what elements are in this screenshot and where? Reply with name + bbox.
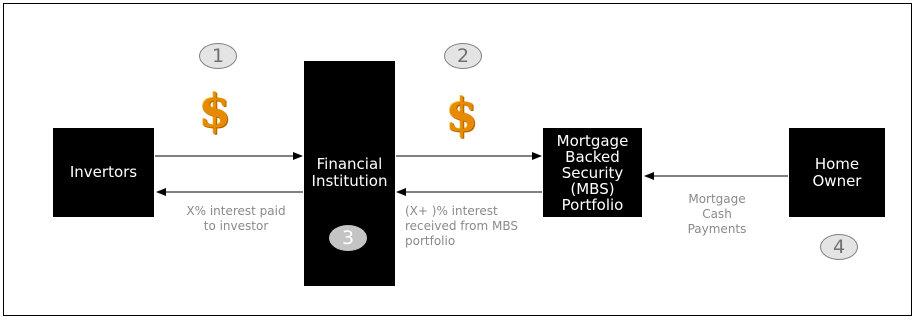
investors-box: Invertors — [53, 128, 154, 217]
investor-interest-label: X% interest paid to investor — [186, 204, 286, 233]
step-1-badge: 1 — [199, 43, 237, 69]
dollar-icon: $ — [445, 88, 478, 142]
dollar-icon: $ — [198, 84, 231, 138]
step-3-badge: 3 — [329, 225, 367, 251]
step-2-badge: 2 — [444, 43, 482, 69]
mbs-portfolio-box: Mortgage Backed Security (MBS) Portfolio — [543, 128, 642, 217]
mbs-interest-label: (X+ )% interest received from MBS portfo… — [405, 204, 519, 248]
step-4-badge: 4 — [820, 234, 858, 260]
mortgage-payments-label: Mortgage Cash Payments — [687, 192, 747, 236]
home-owner-box: Home Owner — [789, 128, 885, 217]
financial-institution-box: Financial Institution — [304, 61, 395, 286]
